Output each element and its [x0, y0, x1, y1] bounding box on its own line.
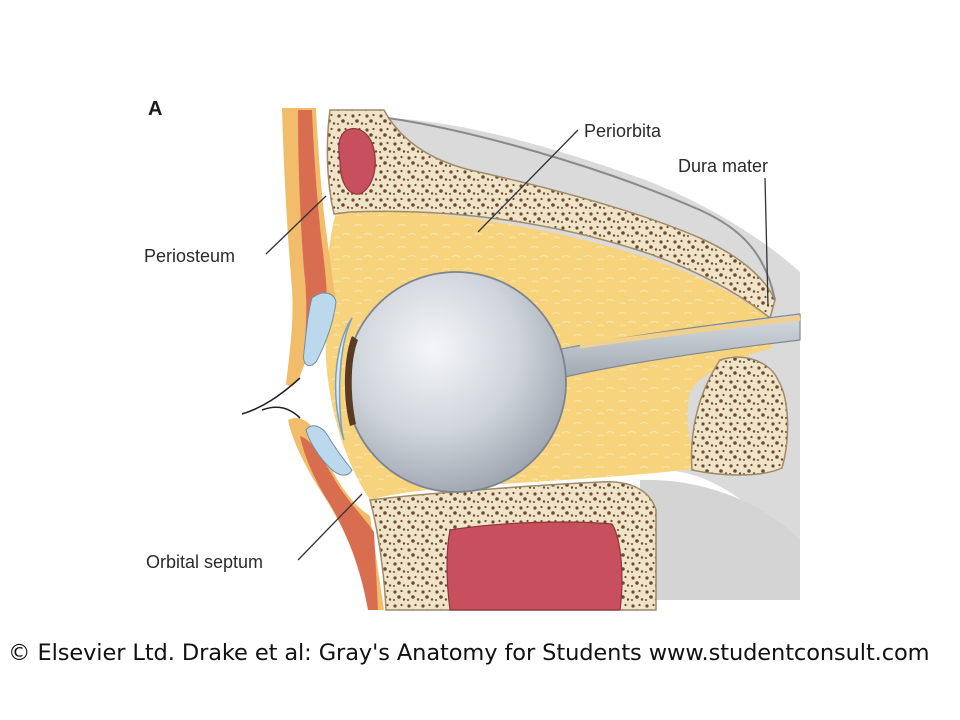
periorbita-leader — [477, 129, 579, 233]
orbital-septum-leader — [297, 493, 363, 561]
cornea — [334, 317, 353, 441]
copyright-credit: © Elsevier Ltd. Drake et al: Gray's Anat… — [8, 640, 930, 666]
dura-mater-leader — [764, 177, 769, 307]
iris — [344, 336, 358, 426]
frontal-sinus — [338, 128, 376, 195]
panel-letter: A — [148, 98, 162, 120]
eyeball — [345, 271, 567, 493]
dura-mater-layer — [387, 117, 776, 301]
maxillary-sinus — [446, 521, 623, 611]
muscle-lower — [300, 436, 378, 610]
label-orbital-septum: Orbital septum — [146, 552, 263, 572]
upper-tarsal-plate — [303, 292, 337, 367]
label-periorbita: Periorbita — [584, 121, 662, 141]
optic-nerve-sheath — [579, 315, 801, 349]
sphenoid-bone — [690, 356, 789, 476]
upper-eyelashes — [241, 377, 301, 415]
label-periosteum: Periosteum — [144, 246, 235, 266]
label-dura-mater: Dura mater — [678, 156, 768, 176]
lower-eyelashes — [261, 406, 301, 419]
lower-tarsal-plate — [305, 425, 353, 476]
periosteum-leader — [265, 195, 327, 255]
